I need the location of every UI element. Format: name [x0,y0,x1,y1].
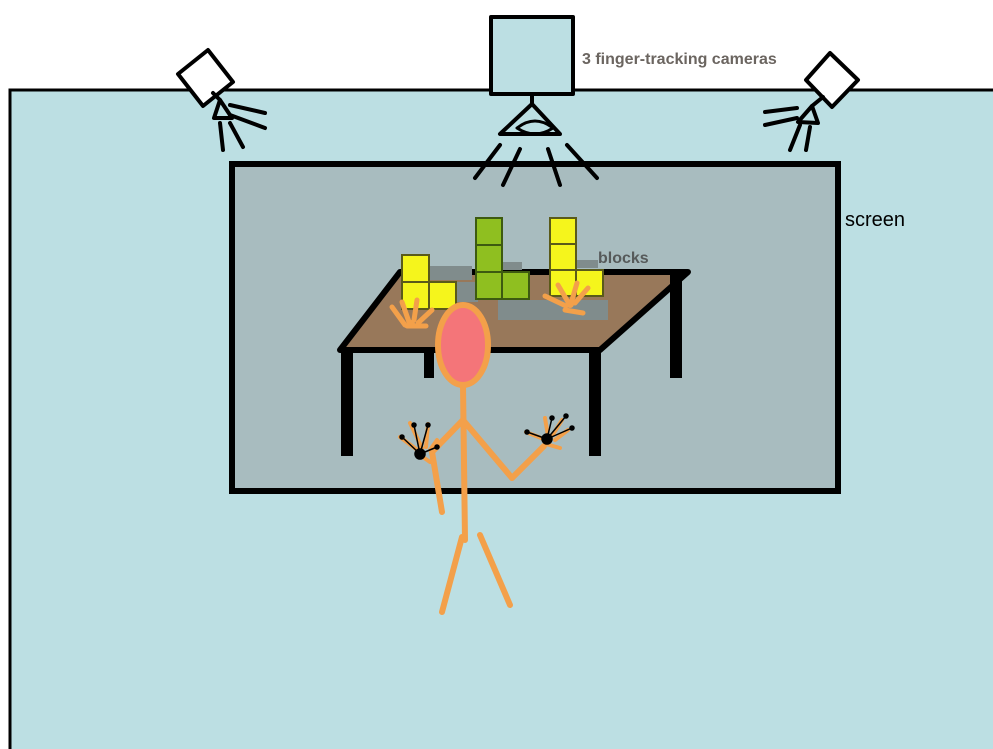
table-leg [589,350,601,456]
person-body [463,385,465,540]
table-leg [424,350,434,378]
table-leg [670,274,682,378]
blocks-label: blocks [598,250,649,267]
screen-label: screen [845,209,905,231]
person-head [438,305,488,385]
table-leg [341,350,353,456]
cameras-label: 3 finger-tracking cameras [582,51,777,68]
